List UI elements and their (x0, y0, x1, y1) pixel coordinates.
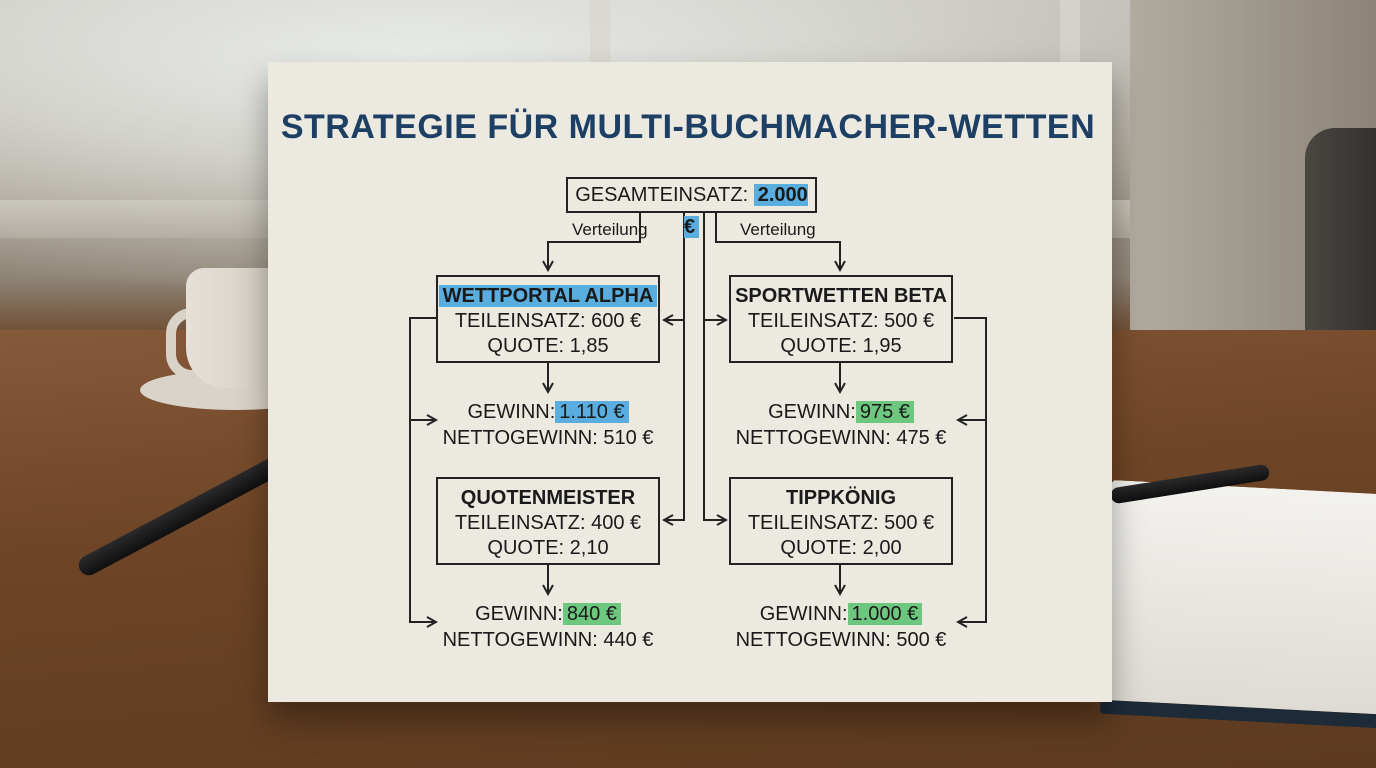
net-profit: NETTOGEWINN: 510 € (428, 425, 668, 451)
bookmaker-name: WETTPORTAL ALPHA (439, 285, 658, 307)
bookmaker-box-quotenmeister: QUOTENMEISTER TEILEINSATZ: 400 € QUOTE: … (436, 477, 660, 565)
total-stake-label: GESAMTEINSATZ: (575, 184, 748, 206)
bookmaker-box-tippkoenig: TIPPKÖNIG TEILEINSATZ: 500 € QUOTE: 2,00 (729, 477, 953, 565)
win-label: GEWINN: (760, 603, 848, 625)
distribution-label-left: Verteilung (572, 220, 648, 240)
bookmaker-odds: QUOTE: 1,95 (731, 334, 951, 359)
bookmaker-box-alpha: WETTPORTAL ALPHA TEILEINSATZ: 600 € QUOT… (436, 275, 660, 363)
win-label: GEWINN: (768, 401, 856, 423)
net-profit: NETTOGEWINN: 500 € (721, 627, 961, 653)
bookmaker-odds: QUOTE: 2,00 (731, 536, 951, 561)
bookmaker-odds: QUOTE: 2,10 (438, 536, 658, 561)
bookmaker-name: QUOTENMEISTER (438, 485, 658, 511)
result-alpha: GEWINN:1.110 € NETTOGEWINN: 510 € (428, 399, 668, 451)
win-value: 840 € (563, 603, 621, 625)
win-value: 1.000 € (848, 603, 923, 625)
net-profit: NETTOGEWINN: 440 € (428, 627, 668, 653)
loop-right-bottom (958, 420, 986, 622)
distribution-label-right: Verteilung (740, 220, 816, 240)
win-value: 1.110 € (555, 401, 628, 423)
bookmaker-stake: TEILEINSATZ: 400 € (438, 511, 658, 536)
bookmaker-stake: TEILEINSATZ: 500 € (731, 511, 951, 536)
win-label: GEWINN: (475, 603, 563, 625)
net-profit: NETTOGEWINN: 475 € (721, 425, 961, 451)
win-label: GEWINN: (467, 401, 555, 423)
bookmaker-odds: QUOTE: 1,85 (438, 334, 658, 359)
result-quotenmeister: GEWINN:840 € NETTOGEWINN: 440 € (428, 601, 668, 653)
arrow-to-tippkoenig (704, 212, 726, 520)
win-value: 975 € (856, 401, 914, 423)
result-tippkoenig: GEWINN:1.000 € NETTOGEWINN: 500 € (721, 601, 961, 653)
result-beta: GEWINN:975 € NETTOGEWINN: 475 € (721, 399, 961, 451)
bookmaker-box-beta: SPORTWETTEN BETA TEILEINSATZ: 500 € QUOT… (729, 275, 953, 363)
bookmaker-name: SPORTWETTEN BETA (731, 283, 951, 309)
total-stake-box: GESAMTEINSATZ: 2.000 € (566, 177, 817, 213)
bookmaker-stake: TEILEINSATZ: 500 € (731, 309, 951, 334)
bookmaker-name: TIPPKÖNIG (731, 485, 951, 511)
arrow-to-quotenmeister (664, 212, 684, 520)
bookmaker-stake: TEILEINSATZ: 600 € (438, 309, 658, 334)
